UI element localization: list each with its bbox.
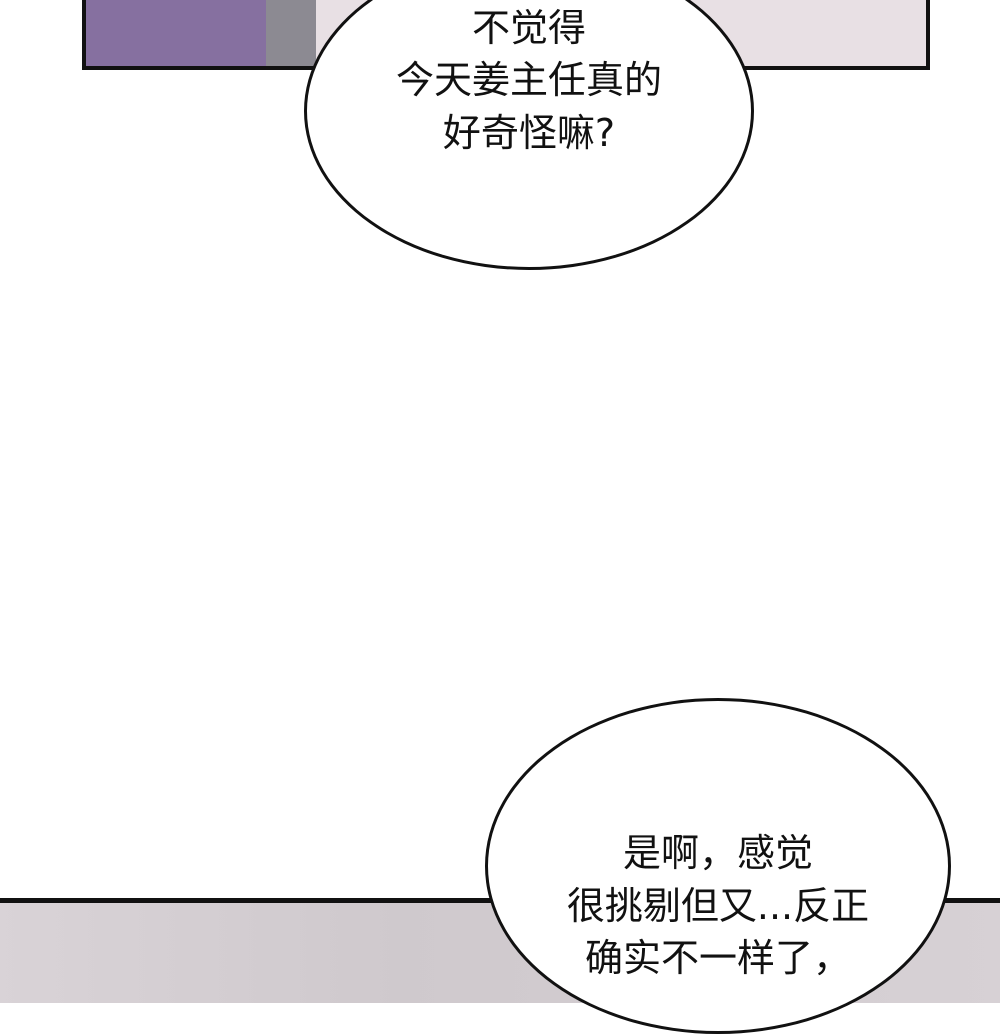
- bubble-2-line-1: 是啊，感觉: [622, 831, 813, 875]
- panel-purple-region: [86, 0, 276, 66]
- speech-bubble-1: 不觉得 今天姜主任真的 好奇怪嘛?: [304, 0, 754, 270]
- bubble-1-line-2: 今天姜主任真的: [395, 58, 662, 102]
- bubble-2-line-3: 确实不一样了，: [584, 936, 851, 980]
- bubble-2-line-2: 很挑剔但又...反正: [566, 884, 870, 928]
- panel-grey-region: [266, 0, 316, 66]
- bubble-1-line-3: 好奇怪嘛?: [442, 111, 616, 155]
- speech-bubble-2: 是啊，感觉 很挑剔但又...反正 确实不一样了，: [485, 698, 951, 1034]
- bubble-1-line-1: 不觉得: [471, 6, 586, 50]
